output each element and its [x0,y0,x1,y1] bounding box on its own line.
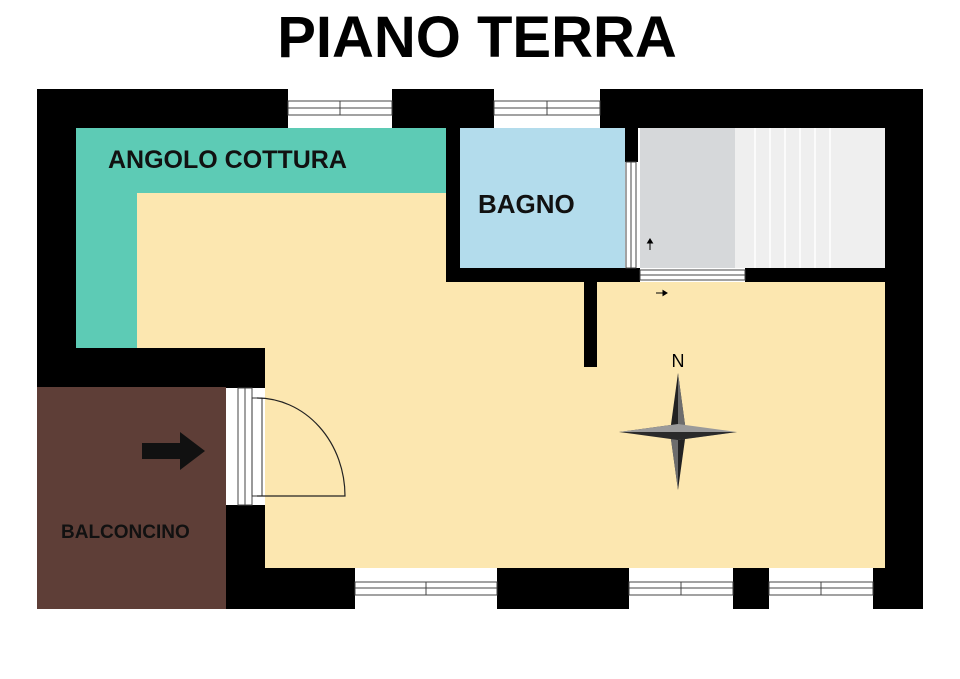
room-floors [37,128,885,609]
wall-bathroom-right-top [625,128,638,162]
arrow-right-icon [656,289,668,297]
window-stairs-bottom [639,269,746,281]
compass-north-label: N [672,351,685,371]
wall-bottom-right [873,568,923,609]
window-bottom-middle [628,581,734,596]
stair-direction-arrows [646,238,668,297]
balcony-area [37,387,226,609]
window-top-bathroom [493,100,601,116]
windows [287,100,874,596]
arrow-up-icon [646,238,654,250]
bathroom-area [460,128,625,268]
wall-bathroom-left [446,128,460,282]
plan-title: PIANO TERRA [277,5,677,70]
window-bottom-left [354,581,498,596]
window-bathroom-stairs [625,161,637,269]
wall-bottom-right-pier [733,568,769,609]
window-bottom-right [768,581,874,596]
living-room-floor [137,193,885,568]
door-leaf [251,397,263,497]
wall-left-outer [37,89,76,387]
wall-right-outer [885,89,923,609]
wall-bottom-left [226,568,355,609]
room-label-balcony: BALCONCINO [61,522,190,543]
stairs-steps-area [735,128,885,268]
stair-steps [754,128,831,268]
wall-stairs-bottom [745,268,885,282]
wall-door-jamb-top [226,348,265,388]
wall-top-middle [392,89,494,128]
wall-bottom-middle [497,568,629,609]
wall-bathroom-bottom [446,268,640,282]
stairs-landing [640,128,735,268]
wall-partition-stub [584,282,597,367]
room-label-bathroom: BAGNO [478,189,575,219]
kitchen-area [76,128,446,348]
wall-top-right [600,89,923,128]
walls [37,89,923,609]
room-label-kitchen: ANGOLO COTTURA [108,146,347,174]
entrance-door [237,387,346,506]
door-swing-arc [256,397,346,497]
window-top-kitchen [287,100,393,116]
entrance-arrow-icon [142,432,205,470]
wall-top-left [37,89,288,128]
compass-rose: N [619,351,737,490]
